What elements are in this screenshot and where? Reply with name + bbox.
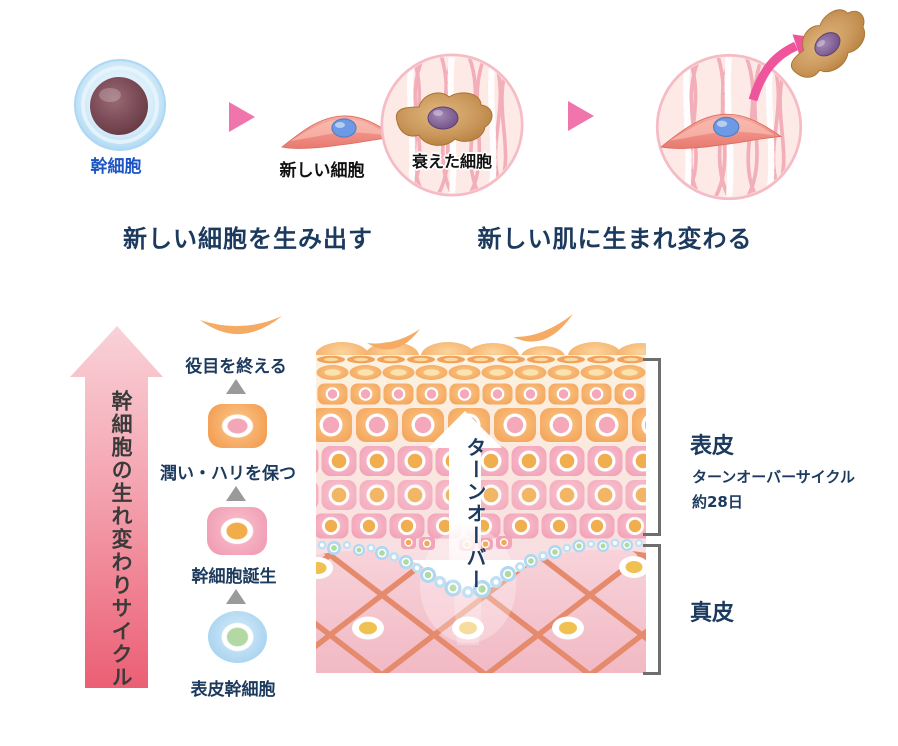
renewed-skin-circle-illustration	[650, 8, 879, 208]
stem-cell-label: 幹細胞	[90, 157, 142, 177]
dermis-bracket	[643, 544, 661, 675]
caption-create-new-cells: 新しい細胞を生み出す	[123, 225, 373, 253]
flying-crescent-icon	[367, 329, 420, 350]
epidermis-bracket	[643, 358, 661, 536]
shed-cell-crescent-icon	[200, 316, 282, 335]
new-cell-label: 新しい細胞	[279, 161, 365, 181]
turnover-label: ターンオーバー	[463, 437, 487, 591]
dermis-cells	[316, 556, 646, 640]
turnover-up-arrow	[428, 411, 502, 597]
stem-cell-illustration	[74, 59, 166, 151]
flow-arrow-right-icon	[229, 102, 255, 132]
caption-reborn-skin: 新しい肌に生まれ変わる	[477, 225, 753, 253]
stage-label-epidermal-stem-cell: 表皮幹細胞	[190, 680, 276, 700]
epidermis-label: 表皮	[690, 434, 735, 459]
stage-label-stem-cell-birth: 幹細胞誕生	[191, 567, 277, 587]
step-up-arrow-icon	[226, 589, 246, 604]
step-up-arrow-icon	[226, 379, 246, 394]
dermis-label: 真皮	[690, 601, 735, 626]
skin-cross-section	[316, 314, 646, 673]
mature-cell-icon	[208, 404, 267, 448]
old-cell-label: 衰えた細胞	[411, 152, 493, 171]
flow-arrow-right-icon	[568, 101, 594, 131]
stage-label-keep-moisture: 潤い・ハリを保つ	[160, 464, 296, 484]
old-cell-circle-illustration	[380, 53, 526, 199]
cycle-up-arrow	[70, 326, 163, 688]
turnover-cycle-days: 約28日	[692, 493, 743, 511]
stage-label-finish-role: 役目を終える	[185, 357, 287, 377]
cycle-arrow-label: 幹細胞の生れ変わりサイクル	[109, 390, 133, 689]
turnover-cycle-note: ターンオーバーサイクル	[692, 468, 856, 486]
epidermal-stem-cell-icon	[208, 611, 267, 663]
newborn-cell-icon	[207, 507, 267, 555]
flying-crescent-icon	[513, 314, 573, 342]
step-up-arrow-icon	[226, 486, 246, 501]
